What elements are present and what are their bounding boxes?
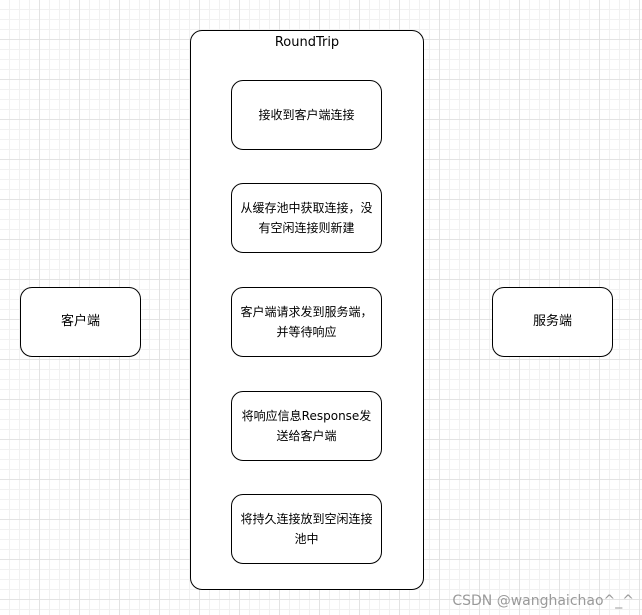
container-title: RoundTrip	[274, 35, 340, 50]
watermark: CSDN @wanghaichao^_^	[452, 593, 634, 609]
step-label: 客户端请求发到服务端，并等待响应	[240, 305, 373, 339]
step-label: 接收到客户端连接	[258, 108, 355, 122]
step-label: 将响应信息Response发送给客户端	[241, 409, 372, 443]
server-node: 服务端	[492, 287, 613, 357]
server-label: 服务端	[532, 314, 572, 329]
step-return-to-pool: 将持久连接放到空闲连接池中	[231, 494, 382, 564]
step-send-request: 客户端请求发到服务端，并等待响应	[231, 287, 382, 357]
step-receive-connection: 接收到客户端连接	[231, 80, 382, 150]
step-label: 将持久连接放到空闲连接池中	[240, 512, 373, 546]
step-get-connection: 从缓存池中获取连接，没有空闲连接则新建	[231, 183, 382, 253]
client-node: 客户端	[20, 287, 141, 357]
step-send-response: 将响应信息Response发送给客户端	[231, 391, 382, 461]
step-label: 从缓存池中获取连接，没有空闲连接则新建	[240, 201, 373, 235]
client-label: 客户端	[60, 314, 100, 329]
